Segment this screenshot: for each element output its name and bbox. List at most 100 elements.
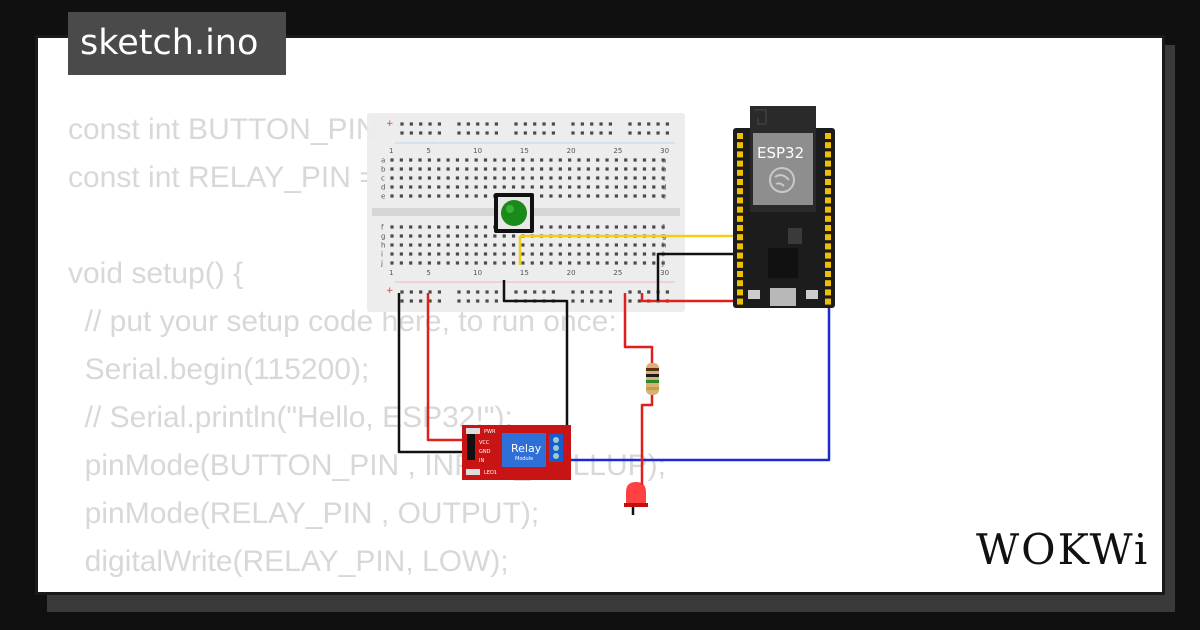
esp32-usb-port[interactable] [770,288,796,306]
esp32-pin[interactable] [737,298,743,305]
esp32-pin[interactable] [737,142,743,149]
breadboard-hole [418,234,422,238]
esp32-pin[interactable] [737,206,743,213]
breadboard-hole [614,167,618,171]
esp32-pin[interactable] [825,289,831,296]
push-button[interactable] [494,193,534,233]
breadboard-hole [586,185,590,189]
breadboard-row-letter: h [381,242,385,250]
esp32-pin[interactable] [825,243,831,250]
esp32-pin[interactable] [825,298,831,305]
power-rail-hole [428,299,432,303]
breadboard-hole [596,261,600,265]
breadboard-hole [427,252,431,256]
breadboard-hole [652,243,656,247]
breadboard-row-letter: i [381,251,383,259]
esp32-pin[interactable] [737,197,743,204]
push-button-cap[interactable] [501,200,527,226]
breadboard-hole [409,158,413,162]
esp32-pin[interactable] [825,142,831,149]
breadboard-hole [418,158,422,162]
breadboard-hole [502,252,506,256]
breadboard-hole [652,158,656,162]
esp32-pin[interactable] [825,215,831,222]
esp32-pin[interactable] [737,179,743,185]
blue-relay-signal-wire[interactable] [470,286,831,462]
esp32-pin[interactable] [825,225,831,231]
esp32-pin[interactable] [737,169,743,176]
breadboard-hole [465,243,469,247]
breadboard-hole [390,176,394,180]
esp32-pin[interactable] [737,280,743,287]
breadboard-hole [586,261,590,265]
breadboard-hole [642,176,647,180]
power-rail-hole [637,299,641,303]
esp32-pin[interactable] [737,151,743,158]
red-power-wire[interactable] [640,293,743,303]
breadboard-hole [558,243,562,247]
esp32-en-button[interactable] [748,290,760,299]
esp32-pin[interactable] [737,160,743,167]
power-rail-hole [608,122,612,126]
breadboard-hole [474,158,478,162]
breadboard-hole [530,158,534,162]
esp32-pin[interactable] [737,133,743,139]
power-rail-hole [419,131,423,135]
esp32-pin[interactable] [737,289,743,296]
esp32-pin[interactable] [825,169,831,176]
esp32-board[interactable]: ESP32 [733,106,835,308]
esp32-pin[interactable] [825,271,831,277]
breadboard-hole [437,261,441,265]
esp32-pin[interactable] [737,188,743,195]
breadboard-hole [511,252,516,256]
esp32-pin[interactable] [825,151,831,158]
breadboard-hole [652,167,656,171]
esp32-pin[interactable] [737,271,743,277]
esp32-pin[interactable] [825,188,831,195]
esp32-pin[interactable] [737,234,743,241]
power-rail-hole [485,290,489,294]
breadboard-hole [596,252,600,256]
breadboard-hole [437,234,441,238]
breadboard-hole [390,261,394,265]
breadboard-hole [390,225,394,229]
power-rail-hole [580,290,584,294]
red-resistor-led-wire[interactable] [640,393,654,485]
black-esp-gnd-wire[interactable] [656,252,743,301]
breadboard-hole [437,252,441,256]
red-vcc-wire[interactable] [426,293,464,442]
relay-label: Relay [511,442,542,455]
esp32-pin[interactable] [737,225,743,231]
esp32-boot-button[interactable] [806,290,818,299]
esp32-pin[interactable] [737,215,743,222]
esp32-pin[interactable] [825,179,831,185]
esp32-pin[interactable] [825,197,831,204]
breadboard-hole [558,261,562,265]
esp32-pin[interactable] [825,206,831,213]
breadboard-row-letter: f [381,224,384,232]
relay-terminal-screw [553,453,559,459]
esp32-pin[interactable] [737,252,743,259]
esp32-pin[interactable] [825,261,831,268]
breadboard-hole [446,243,450,247]
red-led-wire[interactable] [623,293,654,365]
esp32-pin[interactable] [825,280,831,287]
esp32-pin[interactable] [737,261,743,268]
power-rail-hole [665,131,669,135]
esp32-pin[interactable] [825,133,831,139]
esp32-pin[interactable] [737,243,743,250]
breadboard-hole [530,185,534,189]
black-gnd-relay-wire[interactable] [397,293,462,454]
breadboard-row-letter: e [662,193,666,201]
esp32-pin[interactable] [825,234,831,241]
breadboard-hole [483,261,488,265]
power-rail-hole [400,290,404,294]
breadboard-hole [427,243,431,247]
red-led[interactable] [624,482,648,507]
resistor[interactable] [646,363,659,395]
esp32-pin[interactable] [825,160,831,167]
breadboard-hole [624,194,628,198]
relay-module[interactable]: PWR VCC GND IN LED1 Relay Module [462,425,571,480]
esp32-pin[interactable] [825,252,831,259]
breadboard-hole [558,225,562,229]
